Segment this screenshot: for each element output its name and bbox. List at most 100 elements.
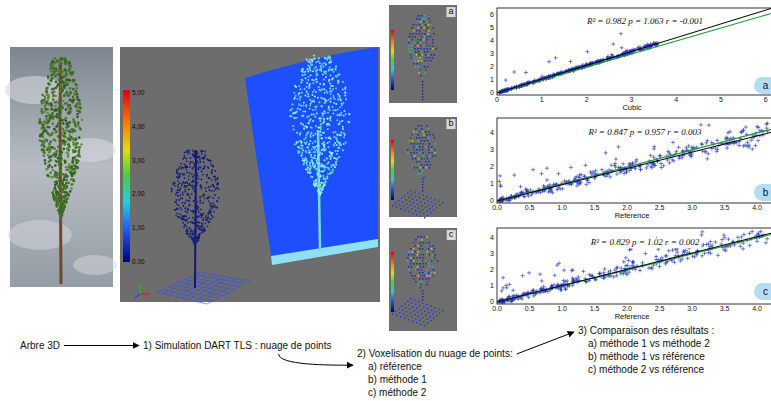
x-tick: 0.5 xyxy=(525,204,535,212)
scatter-points xyxy=(497,230,769,304)
step-item: c) méthode 2 xyxy=(357,386,513,399)
step-title: 3) Comparaison des résultats : xyxy=(578,324,714,337)
x-tick: 1.0 xyxy=(557,305,567,313)
fit-statistics: R² = 0.829 p = 1.02 r = 0.002 xyxy=(589,238,702,248)
plot-frame xyxy=(497,228,771,304)
foliage-dots xyxy=(290,54,351,195)
step-title: c xyxy=(754,283,771,300)
fit-statistics: R² = 0.982 p = 1.063 r = -0.001 xyxy=(585,17,705,27)
fit-line xyxy=(497,132,771,201)
fit-line xyxy=(497,13,771,93)
y-tick: 2 xyxy=(490,63,494,71)
flow-arrow xyxy=(64,345,139,346)
voxel-dots xyxy=(408,21,432,79)
x-tick: 2.5 xyxy=(655,204,665,212)
fit-statistics: R² = 0.847 p = 0.957 r = 0.003 xyxy=(586,128,703,138)
panel-marker: c xyxy=(754,283,771,300)
scatter-plots xyxy=(497,8,771,304)
flow-arrow xyxy=(517,332,574,354)
panel-letter: c xyxy=(447,230,456,240)
ground-grid xyxy=(157,272,250,304)
y-tick: 0 xyxy=(490,197,494,205)
scale-value: 3,00 xyxy=(132,157,145,164)
cloud xyxy=(73,255,117,275)
x-tick: 2 xyxy=(585,96,589,104)
step-item: a) référence xyxy=(357,360,513,373)
fit-line xyxy=(497,8,771,93)
x-tick: 0.0 xyxy=(492,204,502,212)
fit-line xyxy=(497,129,771,201)
foliage-dots xyxy=(38,57,82,218)
y-tick: 1 xyxy=(490,282,494,290)
voxel-dots xyxy=(407,125,435,191)
x-tick: 4.0 xyxy=(752,204,762,212)
y-tick: 2 xyxy=(490,163,494,171)
step-label: 1) Simulation DART TLS : nuage de points xyxy=(143,339,331,352)
x-tick: 1 xyxy=(540,96,544,104)
panel-marker: a xyxy=(754,77,771,94)
axis-title: Reference xyxy=(615,212,650,220)
color-scale xyxy=(391,252,394,312)
grid-line xyxy=(195,275,245,284)
y-tick: 6 xyxy=(490,11,494,19)
x-tick: 1.5 xyxy=(590,305,600,313)
foliage-dots xyxy=(171,150,220,246)
step-item: b) méthode 1 xyxy=(357,373,513,386)
cloud xyxy=(8,220,72,250)
simulation-panel xyxy=(120,47,380,302)
scale-value: 5,00 xyxy=(132,89,145,96)
scale-value: 0,00 xyxy=(132,258,145,265)
screen-foliage xyxy=(289,54,350,196)
x-tick: 2.0 xyxy=(622,305,632,313)
y-tick: 5 xyxy=(490,24,494,32)
flow-arrow xyxy=(279,354,353,365)
y-tick: 4 xyxy=(490,129,494,137)
x-tick: 1.5 xyxy=(590,204,600,212)
y-tick: 2 xyxy=(490,266,494,274)
x-tick: 4.0 xyxy=(752,305,762,313)
step-title: 2) Voxelisation du nuage de points: xyxy=(357,347,513,360)
voxel-dots xyxy=(411,242,434,282)
scale-value: 2,00 xyxy=(132,191,145,198)
step-label: 3) Comparaison des résultats :a) méthode… xyxy=(578,324,714,376)
voxel-dots xyxy=(413,21,434,73)
y-tick: 3 xyxy=(490,250,494,258)
y-tick: 3 xyxy=(490,50,494,58)
x-tick: 3.0 xyxy=(687,305,697,313)
y-tick: 0 xyxy=(490,298,494,306)
x-tick: 4 xyxy=(674,96,678,104)
x-tick: 3.5 xyxy=(720,204,730,212)
x-tick: 0.5 xyxy=(525,305,535,313)
panel-letter: b xyxy=(446,119,455,129)
foliage-dots xyxy=(38,57,83,219)
x-tick: 6 xyxy=(764,96,768,104)
voxel-panel xyxy=(389,117,457,217)
y-tick: 4 xyxy=(490,234,494,242)
voxel-panel xyxy=(389,228,457,331)
voxel-dots xyxy=(392,298,443,326)
voxel-dots xyxy=(407,251,433,282)
axis-z xyxy=(135,294,140,298)
grid-line xyxy=(195,279,238,301)
color-scale xyxy=(123,90,130,262)
voxel-dots xyxy=(407,236,438,300)
step-label: Arbre 3D xyxy=(20,339,60,352)
x-tick: 3 xyxy=(629,96,633,104)
grid-line xyxy=(201,280,244,303)
x-tick: 0.0 xyxy=(492,305,502,313)
foliage-dots xyxy=(291,55,351,195)
plot-frame xyxy=(497,118,771,203)
scale-value: 4,00 xyxy=(132,123,145,130)
voxel-dots xyxy=(410,21,434,70)
screen-ground-band xyxy=(271,239,378,265)
voxel-panel xyxy=(389,5,457,103)
step-item: a) méthode 1 vs méthode 2 xyxy=(578,337,714,350)
panel-marker: b xyxy=(754,184,771,201)
panel-letter: a xyxy=(446,7,455,17)
step-title: 1) Simulation DART TLS : nuage de points xyxy=(143,339,331,352)
axis-title: Cubic xyxy=(622,104,641,112)
voxel-dots xyxy=(407,137,436,174)
cloud xyxy=(5,76,65,104)
axis-x xyxy=(140,293,150,294)
axis-title: Reference xyxy=(615,313,650,321)
